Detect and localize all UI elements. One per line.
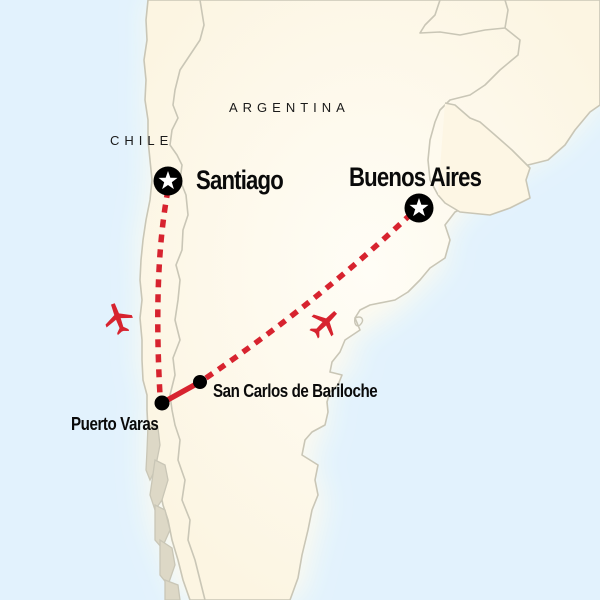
route-bariloche-buenos-aires [204, 211, 414, 381]
route-santiago-puerto-varas [155, 189, 171, 396]
paraguay-border [419, 0, 509, 36]
chile-argentina-border [169, 0, 206, 600]
brazil-argentina-border [427, 27, 521, 196]
country-label-chile: CHILE [110, 133, 174, 148]
country-label-argentina: ARGENTINA [229, 100, 350, 115]
airplane-icon [309, 310, 338, 339]
airplane-icon [105, 303, 133, 336]
buenos-aires-star-marker[interactable] [404, 193, 434, 223]
bariloche-dot-marker[interactable] [193, 375, 207, 389]
city-label-puerto-varas[interactable]: Puerto Varas [71, 414, 159, 434]
city-label-bariloche[interactable]: San Carlos de Bariloche [213, 381, 378, 401]
santiago-star-marker[interactable] [153, 166, 183, 196]
uruguay [437, 102, 531, 216]
city-label-santiago[interactable]: Santiago [196, 165, 284, 195]
chiloe-islands [145, 424, 181, 600]
puerto-varas-dot-marker[interactable] [154, 395, 170, 411]
city-label-buenos-aires[interactable]: Buenos Aires [349, 162, 482, 192]
